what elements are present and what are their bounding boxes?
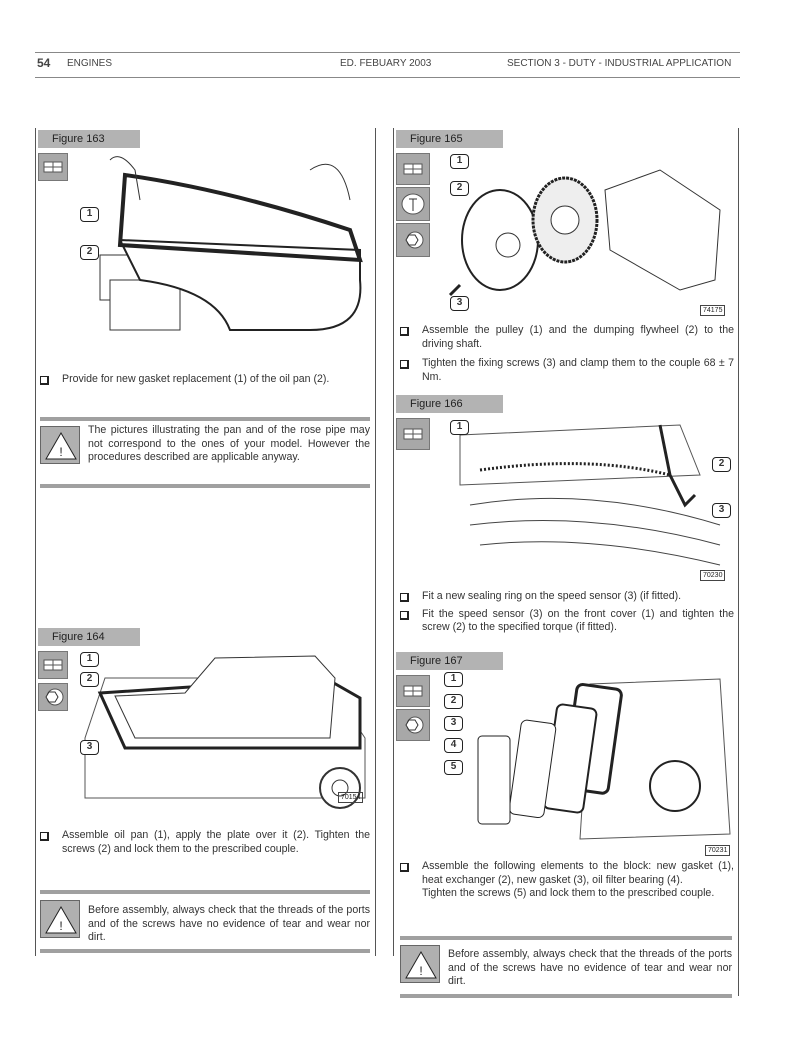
warning-text: Before assembly, always check that the t… (448, 948, 732, 987)
warning-bar (400, 936, 732, 940)
disassembly-icon (38, 153, 68, 181)
checkbox-bullet (400, 360, 409, 369)
callout-4: 4 (444, 738, 463, 753)
callout-1: 1 (80, 207, 99, 222)
warning-bar (40, 890, 370, 894)
callout-2: 2 (712, 457, 731, 472)
warning-bar (40, 484, 370, 488)
callout-2: 2 (80, 245, 99, 260)
figure-167-text-1: Assemble the following elements to the b… (422, 860, 734, 886)
tool-icon (396, 187, 430, 221)
disassembly-icon (396, 675, 430, 707)
column-rule (35, 128, 36, 956)
column-rule (393, 128, 394, 956)
callout-3: 3 (712, 503, 731, 518)
warning-icon: ! (40, 900, 80, 938)
figure-code: 70154 (338, 792, 364, 803)
warning-bar (400, 994, 732, 998)
figure-167-label: Figure 167 (396, 652, 503, 670)
figure-164-label: Figure 164 (38, 628, 140, 646)
figure-164-text-group: Assemble oil pan (1), apply the plate ov… (40, 829, 370, 862)
header-rule-bottom (35, 77, 740, 78)
callout-3: 3 (80, 740, 99, 755)
svg-text:!: ! (59, 445, 62, 459)
warning-bar (40, 417, 370, 421)
callout-2: 2 (450, 181, 469, 196)
figure-163-label: Figure 163 (38, 130, 140, 148)
column-rule (375, 128, 376, 956)
figure-code: 70231 (705, 845, 731, 856)
torque-icon (38, 683, 68, 711)
edition: ED. FEBUARY 2003 (340, 58, 432, 69)
figure-164-text: Assemble oil pan (1), apply the plate ov… (62, 829, 370, 855)
callout-5: 5 (444, 760, 463, 775)
figure-163-illustration (99, 156, 363, 331)
callout-1: 1 (80, 652, 99, 667)
column-rule (738, 128, 739, 996)
figure-164-illustration (84, 655, 366, 809)
figure-165-illustration (448, 169, 721, 297)
figure-165-text-1: Assemble the pulley (1) and the dumping … (422, 324, 734, 350)
warning-icon: ! (40, 426, 80, 464)
callout-1: 1 (444, 672, 463, 687)
callout-2: 2 (80, 672, 99, 687)
page-number: 54 (37, 56, 51, 70)
warning-text: The pictures illustrating the pan and of… (88, 424, 370, 463)
figure-166-text-1: Fit a new sealing ring on the speed sens… (422, 590, 682, 602)
figure-166-label: Figure 166 (396, 395, 503, 413)
checkbox-bullet (400, 593, 409, 602)
checkbox-bullet (40, 376, 49, 385)
disassembly-icon (38, 651, 68, 679)
callout-3: 3 (444, 716, 463, 731)
checkbox-bullet (400, 863, 409, 872)
header-rule-top (35, 52, 740, 53)
figure-167-illustration (477, 678, 731, 840)
checkbox-bullet (400, 610, 409, 620)
figure-166-text-group: Fit a new sealing ring on the speed sens… (400, 590, 734, 641)
section-right: SECTION 3 - DUTY - INDUSTRIAL APPLICATIO… (507, 58, 732, 69)
disassembly-icon (396, 418, 430, 450)
figure-165-label: Figure 165 (396, 130, 503, 148)
figure-167-text-group: Assemble the following elements to the b… (400, 860, 734, 901)
disassembly-icon (396, 153, 430, 185)
callout-2: 2 (444, 694, 463, 709)
warning-text: Before assembly, always check that the t… (88, 904, 370, 943)
warning-icon: ! (400, 945, 440, 983)
warning-bar (40, 949, 370, 953)
svg-text:!: ! (419, 964, 422, 978)
callout-1: 1 (450, 154, 469, 169)
svg-text:!: ! (59, 919, 62, 933)
checkbox-bullet (40, 832, 49, 841)
torque-icon (396, 709, 430, 741)
callout-1: 1 (450, 420, 469, 435)
figure-165-text-group: Assemble the pulley (1) and the dumping … (400, 324, 734, 390)
figure-code: 70230 (700, 570, 726, 581)
figure-167-text-2: Tighten the screws (5) and lock them to … (422, 887, 715, 899)
figure-166-illustration (459, 424, 721, 566)
figure-165-text-2: Tighten the fixing screws (3) and clamp … (422, 357, 734, 383)
figure-166-text-2: Fit the speed sensor (3) on the front co… (422, 607, 734, 634)
callout-3: 3 (450, 296, 469, 311)
checkbox-bullet (400, 327, 409, 336)
figure-163-text-group: Provide for new gasket replacement (1) o… (40, 373, 372, 393)
torque-icon (396, 223, 430, 257)
section-left: ENGINES (67, 58, 113, 69)
figure-code: 74175 (700, 305, 726, 316)
figure-163-text: Provide for new gasket replacement (1) o… (62, 373, 330, 385)
